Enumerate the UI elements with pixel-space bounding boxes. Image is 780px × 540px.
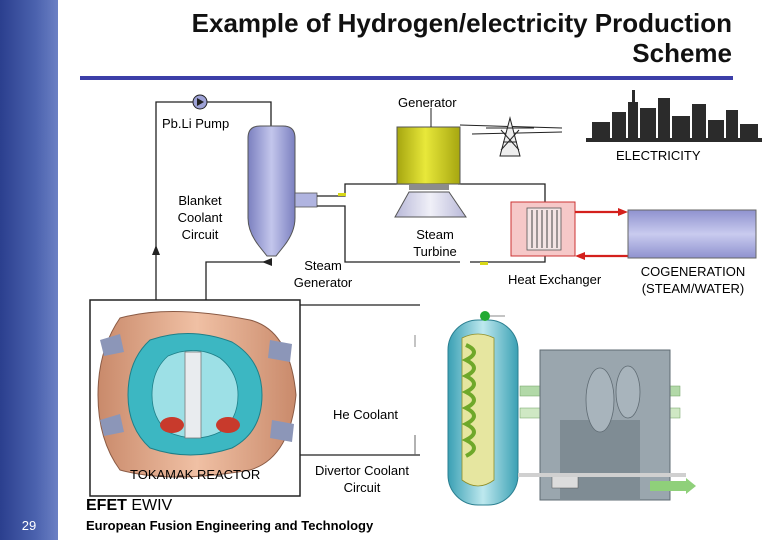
tokamak-reactor-graphic	[97, 311, 297, 478]
cogeneration-pipes	[575, 210, 628, 258]
steam-generator-line-2: Generator	[293, 275, 353, 290]
pump-label: Pb.Li Pump	[162, 116, 230, 131]
title-line-1: Example of Hydrogen/electricity Producti…	[191, 8, 732, 38]
steam-turbine-label: Steam Turbine	[400, 226, 470, 260]
divertor-line-1: Divertor Coolant	[315, 463, 409, 478]
steam-turbine	[394, 191, 467, 218]
power-pylon-icon	[459, 116, 563, 157]
slide-title: Example of Hydrogen/electricity Producti…	[120, 8, 732, 68]
steam-generator-vessel	[247, 125, 318, 257]
brand-efet: EFET	[86, 497, 127, 514]
heat-exchanger-unit	[510, 201, 576, 257]
flow-arrow-left	[262, 258, 272, 266]
footer-subtitle: European Fusion Engineering and Technolo…	[86, 518, 374, 533]
valve-marker	[338, 193, 346, 196]
divertor-label: Divertor Coolant Circuit	[304, 462, 420, 496]
heat-exchanger-label: Heat Exchanger	[508, 272, 602, 287]
pbli-loop-lines	[155, 101, 272, 300]
steam-generator-line-1: Steam	[304, 258, 342, 273]
tokamak-label: TOKAMAK REACTOR	[130, 467, 261, 482]
arrow-right-icon	[618, 208, 628, 216]
pump-icon	[192, 94, 208, 110]
brand-ewiv: EWIV	[126, 497, 173, 514]
footer-brand: EFET EWIV	[86, 497, 172, 515]
city-skyline-icon	[586, 90, 762, 142]
electricity-label: ELECTRICITY	[616, 148, 701, 163]
blanket-label-line-3: Circuit	[181, 227, 219, 242]
valve-marker	[480, 262, 488, 265]
left-sidebar	[0, 0, 58, 540]
steam-generator-label: Steam Generator	[282, 257, 364, 291]
slide-number: 29	[21, 518, 37, 533]
he-coolant-label: He Coolant	[333, 407, 399, 422]
generator-label: Generator	[398, 95, 457, 110]
flow-arrow-up	[152, 245, 160, 255]
steam-turbine-line-1: Steam	[416, 227, 454, 242]
cogeneration-tank	[627, 209, 757, 259]
blanket-label-line-1: Blanket	[178, 193, 222, 208]
blanket-coolant-label: Blanket Coolant Circuit	[160, 192, 240, 243]
title-underline	[80, 76, 733, 80]
arrow-left-icon	[575, 252, 585, 260]
steam-lines	[317, 183, 546, 263]
divertor-line-2: Circuit	[343, 480, 381, 495]
cogeneration-label: COGENERATION (STEAM/WATER)	[630, 263, 756, 297]
cogeneration-line-2: (STEAM/WATER)	[641, 281, 745, 296]
hydrogen-production-plant	[414, 311, 696, 506]
blanket-label-line-2: Coolant	[177, 210, 223, 225]
steam-turbine-line-2: Turbine	[413, 244, 457, 259]
title-line-2: Scheme	[632, 38, 732, 68]
generator-block	[396, 126, 461, 190]
cogeneration-line-1: COGENERATION	[640, 264, 746, 279]
